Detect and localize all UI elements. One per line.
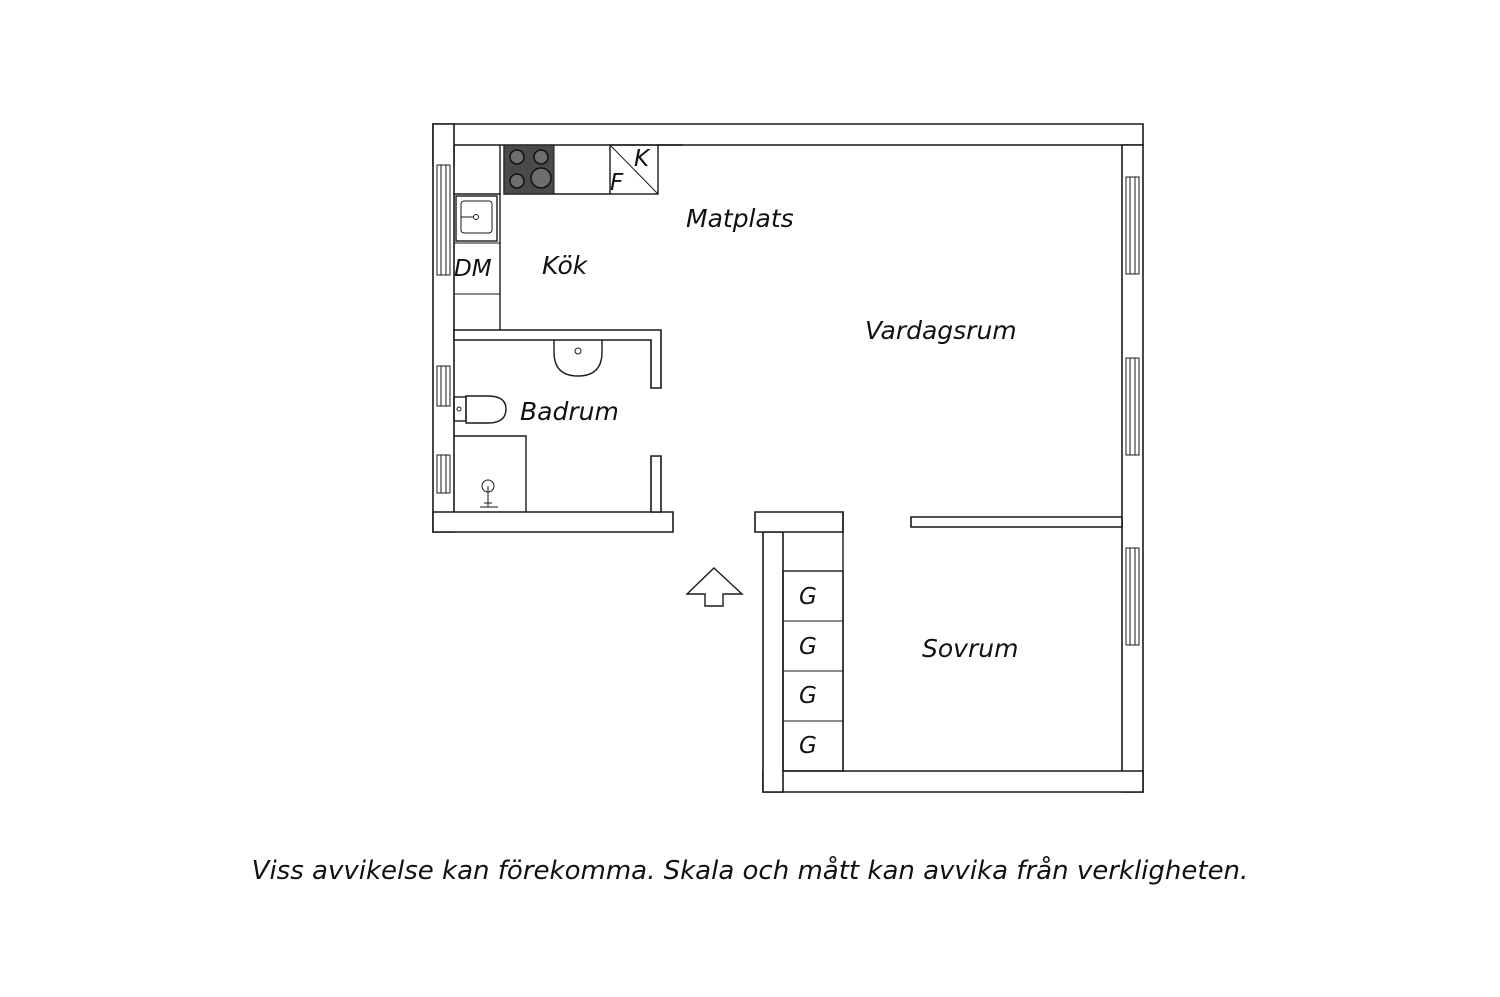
room-label-living: Vardagsrum	[865, 316, 1017, 345]
dishwasher-label: DM	[454, 256, 492, 282]
windows	[436, 164, 1140, 646]
wardrobe-label: G	[799, 584, 817, 610]
wardrobe-label: G	[799, 683, 817, 709]
kitchen-sink-icon	[455, 195, 498, 242]
fridge-label: K	[634, 146, 651, 172]
fridge-freezer: K F	[609, 144, 683, 196]
room-label-bathroom: Badrum	[520, 397, 619, 426]
freezer-label: F	[610, 170, 624, 196]
entrance-arrow-icon	[685, 567, 744, 607]
toilet-icon	[453, 395, 507, 424]
room-label-dining: Matplats	[686, 204, 794, 233]
wardrobes: G G G G	[782, 570, 844, 772]
room-label-kitchen: Kök	[542, 251, 589, 280]
room-label-bedroom: Sovrum	[922, 634, 1018, 663]
wardrobe-label: G	[799, 733, 817, 759]
stove-icon	[503, 144, 555, 195]
shower-icon	[454, 435, 527, 512]
wardrobe-label: G	[799, 634, 817, 660]
bathroom-sink-icon	[553, 340, 603, 377]
walls	[432, 123, 1144, 793]
disclaimer-text: Viss avvikelse kan förekomma. Skala och …	[251, 856, 1249, 886]
